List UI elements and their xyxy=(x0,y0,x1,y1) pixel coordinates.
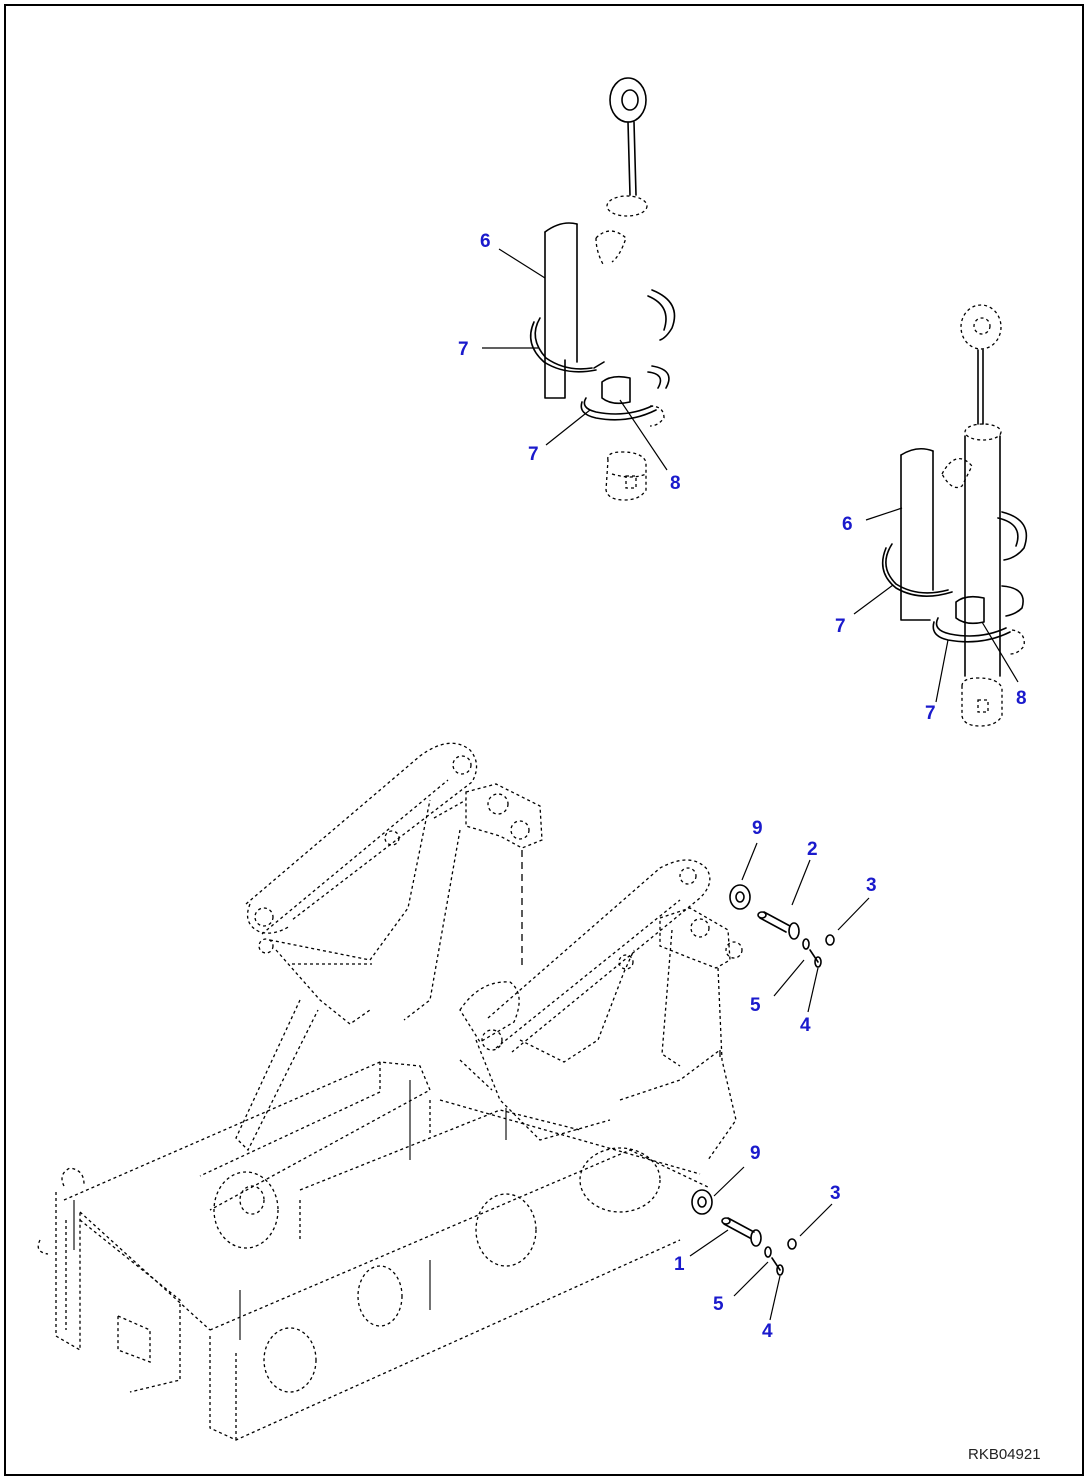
callout-7: 7 xyxy=(835,616,846,637)
band-7-lower-left xyxy=(580,397,657,421)
upper-right-cylinder-assembly xyxy=(853,304,1028,727)
washer-5-bottom xyxy=(764,1246,772,1258)
ring-segments-right xyxy=(997,511,1028,617)
callout-6: 6 xyxy=(480,231,491,252)
band-7-upper-left xyxy=(529,317,605,373)
callouts-upper-right: 6 7 7 8 xyxy=(835,514,1027,724)
band-7-lower-right xyxy=(932,617,1011,643)
washer-9-top xyxy=(729,884,751,910)
right-arm xyxy=(481,859,711,1063)
clamp-half-top-left xyxy=(595,195,648,267)
left-arm xyxy=(245,742,478,954)
callout-2: 2 xyxy=(807,839,818,860)
right-upright xyxy=(619,907,743,1161)
upper-cross-body xyxy=(403,783,543,1021)
cover-plate-6-left xyxy=(544,222,578,399)
callouts-frame-top: 9 2 3 5 4 xyxy=(750,818,877,1036)
pin-hardware-top xyxy=(729,842,870,1013)
rod-eye-top-left xyxy=(609,77,647,196)
cover-plate-6-right xyxy=(900,447,934,621)
frame-posts xyxy=(73,1080,507,1340)
drawing-sheet xyxy=(4,4,1084,1476)
callout-5: 5 xyxy=(713,1294,724,1315)
frame-hubs xyxy=(213,1147,661,1393)
callout-4: 4 xyxy=(800,1015,811,1036)
nut-3-bottom xyxy=(787,1238,797,1250)
plate-8-left xyxy=(601,375,631,405)
callout-7: 7 xyxy=(925,703,936,724)
band-7-upper-right xyxy=(881,543,953,597)
callout-7: 7 xyxy=(458,339,469,360)
cylinder-base-right xyxy=(961,629,1025,727)
callout-9: 9 xyxy=(752,818,763,839)
callout-6: 6 xyxy=(842,514,853,535)
frame-end-plate xyxy=(37,1167,181,1393)
callout-7: 7 xyxy=(528,444,539,465)
plate-8-right xyxy=(955,595,985,625)
main-frame-assembly xyxy=(37,742,743,1441)
callout-9: 9 xyxy=(750,1143,761,1164)
callout-1: 1 xyxy=(674,1254,685,1275)
callout-8: 8 xyxy=(1016,688,1027,709)
callout-3: 3 xyxy=(830,1183,841,1204)
nut-3-top xyxy=(825,934,835,946)
center-mount xyxy=(459,981,611,1141)
callout-8: 8 xyxy=(670,473,681,494)
callout-5: 5 xyxy=(750,995,761,1016)
callout-4: 4 xyxy=(762,1321,773,1342)
ring-segments-left xyxy=(647,289,676,389)
cylinder-base-left xyxy=(605,405,665,501)
washer-9-bottom xyxy=(691,1189,713,1215)
upper-left-cylinder-assembly xyxy=(482,77,676,501)
pin-hardware-bottom xyxy=(689,1166,833,1321)
drawing-code: RKB04921 xyxy=(968,1446,1041,1463)
pin-2 xyxy=(757,911,800,940)
pin-1 xyxy=(721,1217,762,1247)
washer-5-top xyxy=(802,938,810,950)
callout-3: 3 xyxy=(866,875,877,896)
callouts-frame-bottom: 9 3 1 5 4 xyxy=(674,1143,841,1342)
frame-box xyxy=(63,1061,711,1441)
bolt-4-top xyxy=(809,949,822,968)
callouts-upper-left: 6 7 7 8 xyxy=(458,231,681,494)
left-brace xyxy=(235,799,431,1152)
rod-eye-top-right xyxy=(960,304,1002,425)
bolt-4-bottom xyxy=(771,1257,784,1276)
